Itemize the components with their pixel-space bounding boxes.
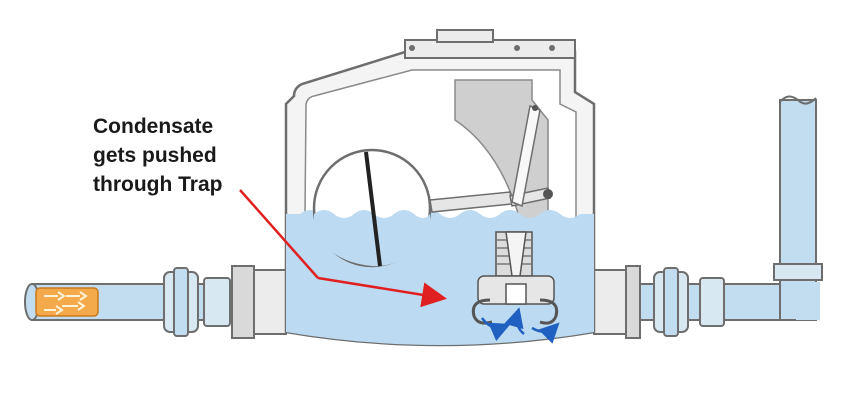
inlet-flange	[231, 265, 287, 339]
callout-arrow	[239, 189, 447, 308]
float-ball	[312, 148, 432, 268]
callout-line-1: Condensate	[93, 115, 214, 138]
steam-inlet-pipe	[35, 287, 99, 317]
outlet-union-coupling	[653, 267, 725, 337]
inlet-union-coupling	[163, 267, 231, 337]
outlet-flange	[593, 265, 641, 339]
callout-line-3: through Trap	[93, 173, 223, 196]
flow-arrows	[480, 307, 560, 344]
valve-assembly	[471, 231, 559, 325]
callout-line-2: gets pushed	[93, 144, 217, 167]
float-arm	[429, 104, 553, 213]
condensate-callout: Condensate gets pushed through Trap	[93, 112, 293, 199]
